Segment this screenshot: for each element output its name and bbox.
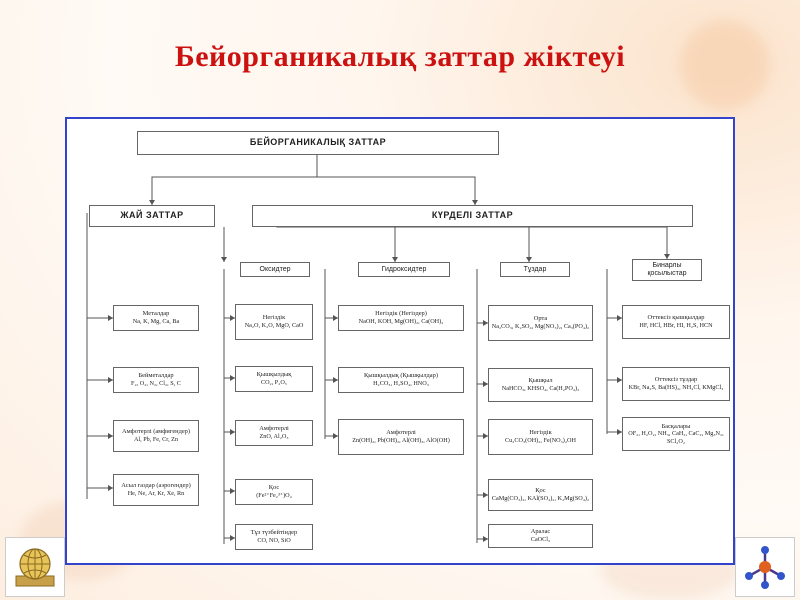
node-name: Металдар bbox=[142, 310, 170, 318]
node-name: Асыл газдар (аэрогендер) bbox=[121, 482, 191, 490]
node-name: Қышқылдық (Қышқылдар) bbox=[364, 372, 438, 380]
binary-compounds-header: Бинарлы қосылыстар bbox=[632, 259, 702, 281]
noble-gases-node: Асыл газдар (аэрогендер)He, Ne, Ar, Kr, … bbox=[113, 474, 199, 506]
molecule-icon bbox=[735, 537, 795, 597]
node-examples: Al, Pb, Fe, Cr, Zn bbox=[133, 436, 179, 443]
node-name: Қос bbox=[535, 487, 546, 495]
node-name: Оттексіз қышқылдар bbox=[647, 314, 705, 322]
node-name: Негіздік bbox=[529, 429, 552, 437]
node-name: Аралас bbox=[530, 528, 551, 536]
node-examples: Na, K, Mg, Ca, Ba bbox=[132, 318, 180, 325]
node-name: Амфотерлі (амфигендер) bbox=[122, 428, 190, 436]
bases-node: Негіздік (Негіздер)NaOH, KOH, Mg(OH)₂, C… bbox=[338, 305, 464, 331]
node-examples: CO, NO, SiO bbox=[257, 537, 291, 544]
node-name: Негіздік bbox=[262, 314, 286, 322]
node-name: Тұз түзбейтіндер bbox=[250, 529, 298, 537]
node-name: Орта bbox=[533, 315, 548, 323]
amphoteric-elements-node: Амфотерлі (амфигендер)Al, Pb, Fe, Cr, Zn bbox=[113, 420, 199, 452]
connector-lines bbox=[86, 155, 670, 544]
acids-node: Қышқылдық (Қышқылдар)H₂CO₃, H₂SO₄, HNO₃ bbox=[338, 367, 464, 393]
simple-substances-header: ЖАЙ ЗАТТАР bbox=[89, 205, 215, 227]
node-examples: NaHCO₃, KHSO₄, Ca(H₂PO₄)₂ bbox=[501, 385, 580, 392]
slide-title: Бейорганикалық заттар жіктеуі bbox=[174, 40, 626, 73]
node-name: Бейметалдар bbox=[138, 372, 174, 380]
node-examples: KBr, Na₂S, Ba(HS)₂, NH₄Cl, KMgCl₃ bbox=[628, 384, 724, 391]
node-examples: He, Ne, Ar, Kr, Xe, Rn bbox=[127, 490, 185, 497]
node-name: Оттексіз тұздар bbox=[654, 376, 698, 384]
node-examples: CaOCl₂ bbox=[530, 536, 551, 543]
hydroxides-header: Гидроксидтер bbox=[358, 262, 450, 277]
node-examples: (Fe²⁺Fe₂³⁺)O₄ bbox=[256, 492, 292, 499]
node-name: Қос bbox=[268, 484, 280, 492]
node-examples: CaMg(CO₃)₂, KAl(SO₄)₂, K₂Mg(SO₄)₂ bbox=[491, 495, 590, 502]
oxides-header: Оксидтер bbox=[240, 262, 310, 277]
node-name: Негіздік (Негіздер) bbox=[375, 310, 427, 318]
complex-substances-header: КҮРДЕЛІ ЗАТТАР bbox=[252, 205, 693, 227]
node-examples: Cu₂CO₃(OH)₂, Fe(NO₃)₂OH bbox=[505, 437, 576, 444]
node-examples: HF, HCl, HBr, HI, H₂S, HCN bbox=[639, 322, 713, 329]
node-name: Амфотерлі bbox=[386, 429, 416, 437]
node-name: Қышқылдық bbox=[256, 371, 292, 379]
node-name: Амфотерлі bbox=[259, 425, 289, 433]
node-examples: H₂CO₃, H₂SO₄, HNO₃ bbox=[373, 380, 429, 387]
globe-book-icon bbox=[5, 537, 65, 597]
node-examples: ZnO, Al₂O₃ bbox=[259, 433, 289, 440]
node-name: Басқалары bbox=[661, 422, 691, 430]
salts-header: Тұздар bbox=[500, 262, 570, 277]
double-oxides-node: Қос(Fe²⁺Fe₂³⁺)O₄ bbox=[235, 479, 313, 505]
node-examples: Zn(OH)₂, Pb(OH)₂, Al(OH)₃, AlO(OH) bbox=[352, 437, 450, 444]
node-examples: Na₂CO₃, K₂SO₄, Mg(NO₃)₂, Ca₃(PO₄)₂ bbox=[491, 323, 590, 330]
node-examples: OF₂, H₂O₂, NH₃, CaH₂, CaC₂, Mg₃N₂, SCl₂O… bbox=[628, 430, 724, 445]
classification-diagram: БЕЙОРГАНИКАЛЫҚ ЗАТТАР ЖАЙ ЗАТТАР КҮРДЕЛІ… bbox=[65, 117, 735, 565]
node-examples: NaOH, KOH, Mg(OH)₂, Ca(OH)₂ bbox=[358, 318, 444, 325]
node-examples: CO₂, P₂O₅ bbox=[260, 379, 288, 386]
node-examples: Na₂O, K₂O, MgO, CaO bbox=[244, 322, 304, 329]
root-node: БЕЙОРГАНИКАЛЫҚ ЗАТТАР bbox=[137, 131, 499, 155]
node-examples: F₂, O₂, N₂, Cl₂, S, C bbox=[131, 380, 181, 387]
node-name: Қышқыл bbox=[528, 377, 553, 385]
